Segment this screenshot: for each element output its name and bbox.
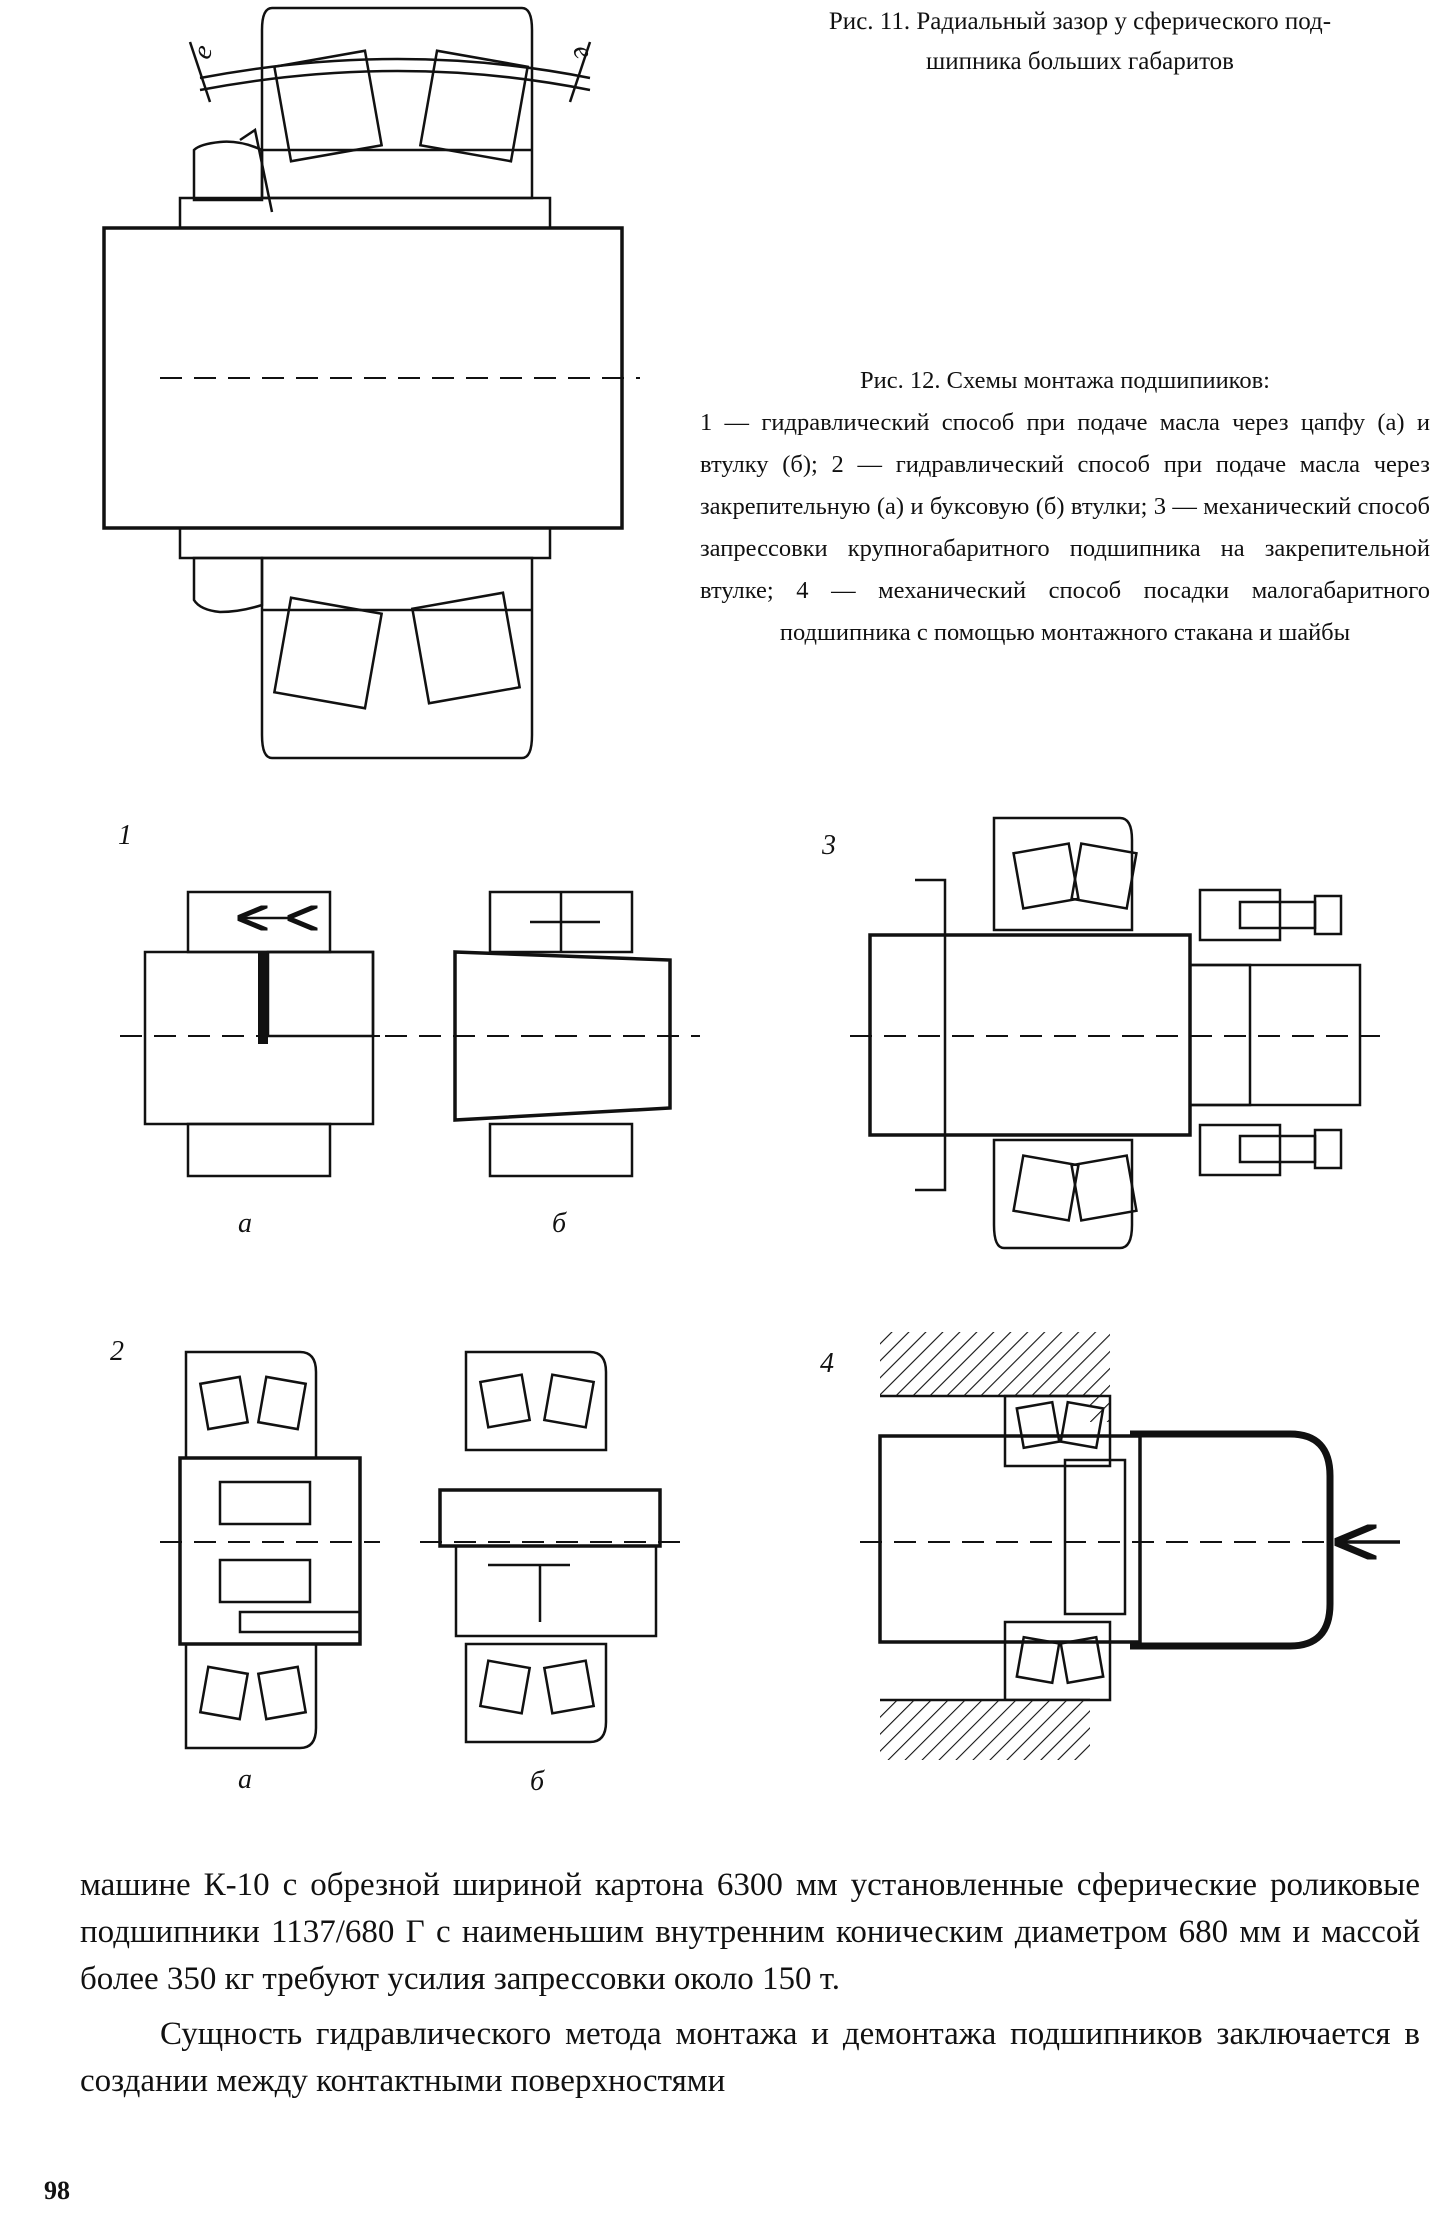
panel-label-3: 3	[822, 830, 836, 861]
figure-12-caption: Рис. 12. Схемы монтажа подшипииков: 1 — …	[700, 360, 1430, 654]
figure-11-caption-line1: Рис. 11. Радиальный зазор у сферического…	[828, 8, 1332, 35]
body-paragraph-2: Сущность гидравлического метода монтажа …	[80, 2016, 1420, 2099]
sub-label-2a: а	[238, 1764, 252, 1795]
figure-12-caption-head: Рис. 12. Схемы монтажа подшипииков:	[860, 367, 1270, 394]
panel-1b-drawing	[385, 890, 700, 1178]
sub-label-2b: б	[530, 1766, 545, 1797]
panel-1a-drawing	[120, 890, 400, 1178]
body-paragraph-1: машине К-10 с обрезной шириной картона 6…	[80, 1867, 1420, 1997]
figure-11-caption: Рис. 11. Радиальный зазор у сферического…	[730, 2, 1430, 82]
body-text: машине К-10 с обрезной шириной картона 6…	[80, 1862, 1420, 2105]
page-number: 98	[44, 2176, 70, 2205]
figure-11-drawing	[102, 6, 640, 760]
panel-3-drawing	[850, 816, 1380, 1250]
figure-12-caption-body: 1 — гидравлический способ при подаче мас…	[700, 409, 1430, 646]
panel-2a-drawing	[160, 1350, 380, 1750]
figure-11-caption-line2: шипника больших габаритов	[926, 48, 1234, 75]
panel-label-4: 4	[820, 1348, 834, 1379]
sub-label-1a: а	[238, 1208, 252, 1239]
panel-label-2: 2	[110, 1336, 124, 1367]
sub-label-1b: б	[552, 1208, 567, 1239]
panel-2b-drawing	[420, 1350, 680, 1744]
panel-label-1: 1	[118, 820, 132, 851]
panel-4-drawing	[860, 1332, 1400, 1760]
